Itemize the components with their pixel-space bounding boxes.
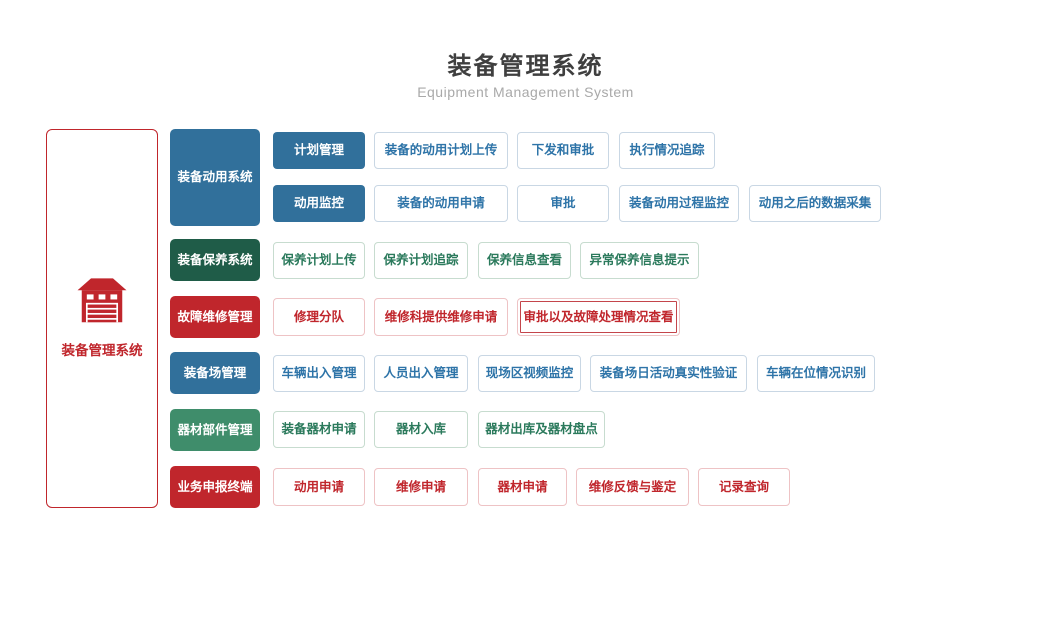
feature-item: 装备场日活动真实性验证 (590, 355, 747, 392)
feature-item: 记录查询 (698, 468, 790, 506)
feature-item: 下发和审批 (517, 132, 609, 169)
submodule-plan-management: 计划管理 (273, 132, 365, 169)
feature-item: 装备的动用申请 (374, 185, 508, 222)
page-title: 装备管理系统 (447, 53, 604, 80)
feature-item: 车辆在位情况识别 (757, 355, 875, 392)
module-header-repair: 故障维修管理 (170, 296, 260, 338)
module-header-equipment-use: 装备动用系统 (170, 129, 260, 226)
feature-item: 装备的动用计划上传 (374, 132, 508, 169)
feature-item: 修理分队 (273, 298, 365, 336)
feature-item: 审批 (517, 185, 609, 222)
feature-item: 动用之后的数据采集 (749, 185, 881, 222)
module-header-equipment-yard: 装备场管理 (170, 352, 260, 394)
feature-item: 动用申请 (273, 468, 365, 506)
feature-item: 保养计划上传 (273, 242, 365, 279)
module-header-maintenance: 装备保养系统 (170, 239, 260, 281)
module-header-materials: 器材部件管理 (170, 409, 260, 451)
feature-item: 车辆出入管理 (273, 355, 365, 392)
feature-item: 装备动用过程监控 (619, 185, 739, 222)
feature-item: 器材申请 (478, 468, 567, 506)
feature-item: 装备器材申请 (273, 411, 365, 448)
feature-item: 器材入库 (374, 411, 468, 448)
feature-item: 保养信息查看 (478, 242, 571, 279)
feature-item: 维修科提供维修申请 (374, 298, 508, 336)
feature-item: 器材出库及器材盘点 (478, 411, 605, 448)
feature-item: 异常保养信息提示 (580, 242, 699, 279)
feature-item: 审批以及故障处理情况查看 (517, 298, 680, 336)
warehouse-icon (75, 278, 129, 331)
root-label: 装备管理系统 (61, 343, 143, 358)
feature-item: 维修反馈与鉴定 (576, 468, 689, 506)
submodule-use-monitoring: 动用监控 (273, 185, 365, 222)
module-header-declare-terminal: 业务申报终端 (170, 466, 260, 508)
root-panel: 装备管理系统 (46, 129, 158, 508)
feature-item: 执行情况追踪 (619, 132, 715, 169)
feature-item: 现场区视频监控 (478, 355, 581, 392)
page-subtitle: Equipment Management System (417, 84, 634, 100)
feature-item: 保养计划追踪 (374, 242, 468, 279)
feature-item: 人员出入管理 (374, 355, 468, 392)
feature-item: 维修申请 (374, 468, 468, 506)
